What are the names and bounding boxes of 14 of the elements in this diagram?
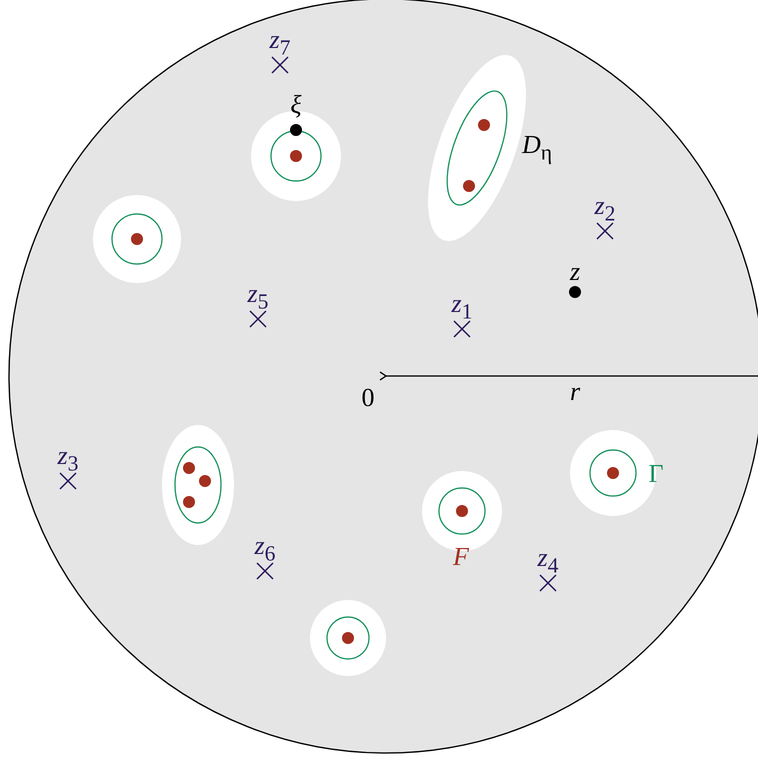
math-label: F	[453, 544, 469, 570]
math-label: z$_{3}$	[58, 443, 78, 475]
math-label: D$_{η}$	[522, 132, 552, 164]
math-label: 0	[362, 385, 374, 411]
math-label: z$_{7}$	[270, 27, 290, 59]
math-label: ξ	[290, 92, 302, 118]
math-label: Γ	[648, 461, 664, 487]
math-label: r	[570, 379, 580, 405]
math-label: z$_{1}$	[452, 291, 472, 323]
math-label: z$_{4}$	[538, 545, 558, 577]
math-label: z$_{6}$	[254, 533, 276, 565]
math-label: z	[570, 259, 580, 285]
math-label: z$_{5}$	[248, 281, 268, 313]
math-label: z$_{2}$	[594, 193, 616, 225]
